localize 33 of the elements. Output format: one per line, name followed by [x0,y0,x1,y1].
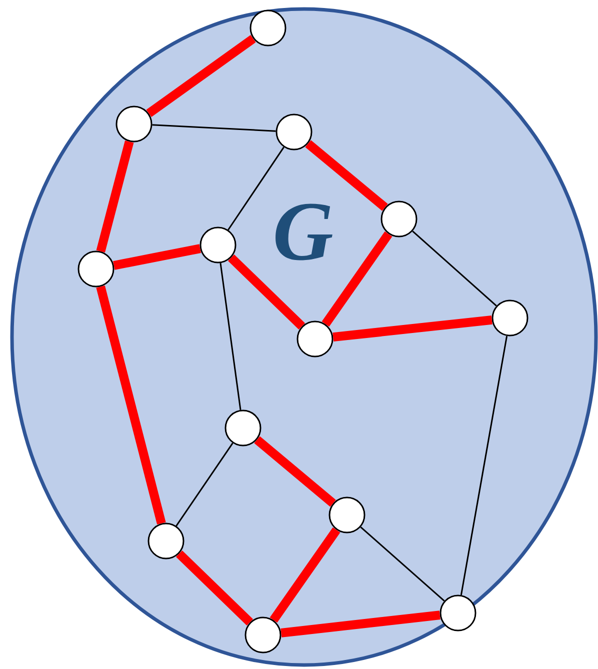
tree-edge [270,527,340,623]
graph-label: G [276,204,332,260]
graph-edge [220,262,242,410]
graph-edge [360,526,445,602]
vertex-circle [200,226,236,264]
tree-edge [176,550,254,626]
graph-edge [228,146,284,230]
tree-edge [305,140,388,211]
vertex-circle [380,200,418,238]
vertex-circle [250,10,286,46]
tree-edge [228,254,306,330]
tree-edge [280,610,440,638]
vertex-circle [492,300,528,336]
tree-edge [146,34,256,118]
vertex-circle [244,616,282,654]
vertex-circle [328,496,366,534]
graph-edge [152,124,276,132]
vertex-circle [148,522,184,560]
graph-edge [176,442,234,526]
tree-edge [254,436,336,507]
tree-edge [332,315,492,342]
vertex-circle [296,320,334,358]
tree-edge [96,286,166,524]
tree-edge [113,244,201,270]
vertex-circle [224,410,262,446]
tree-edge [96,140,134,252]
graph-edge [460,336,508,596]
vertex-circle [78,250,114,288]
vertex-circle [116,106,152,142]
vertex-circle [440,594,476,632]
vertex-circle [276,114,312,150]
graph-edge [412,230,497,306]
tree-edge [322,231,392,327]
